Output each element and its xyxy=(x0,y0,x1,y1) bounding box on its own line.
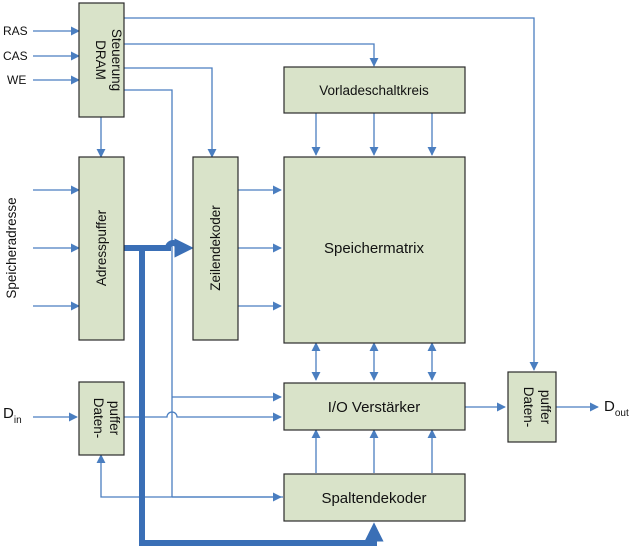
data-buffer-out-block: Daten- puffer xyxy=(507,371,557,443)
precharge-block: Vorladeschaltkreis xyxy=(283,66,466,114)
wire-datenpuffer-to-io xyxy=(124,411,282,422)
data-buffer-in-block: Daten- puffer xyxy=(78,381,125,456)
row-decoder-label: Zeilendekoder xyxy=(208,205,223,291)
signal-ras: RAS xyxy=(3,24,28,38)
wire-ctrl-to-vorlade xyxy=(124,43,379,67)
bus-to-zeilendekoder xyxy=(122,238,194,258)
dram-control-label-1: DRAM xyxy=(93,40,108,80)
address-bus xyxy=(122,238,384,546)
signal-dout: Dout xyxy=(604,398,629,419)
address-buffer-block: Adresspuffer xyxy=(78,156,125,341)
wire-col-to-datenpuffer-in xyxy=(96,454,283,498)
row-decoder-block: Zeilendekoder xyxy=(192,156,239,341)
signal-din: Din xyxy=(3,405,22,426)
io-amplifier-block: I/O Verstärker xyxy=(283,382,466,431)
wire-ctrl-vertical xyxy=(124,89,173,497)
data-buffer-in-label-2: puffer xyxy=(107,401,122,436)
wires xyxy=(33,17,599,502)
data-buffer-in-label-1: Daten- xyxy=(91,398,106,439)
memory-matrix-block: Speichermatrix xyxy=(283,156,466,344)
signal-address: Speicheradresse xyxy=(4,197,19,298)
memory-matrix-label: Speichermatrix xyxy=(324,240,425,257)
signal-cas: CAS xyxy=(3,49,28,63)
signal-we: WE xyxy=(7,73,26,87)
bus-to-spaltendekoder xyxy=(139,248,384,546)
address-buffer-label: Adresspuffer xyxy=(94,209,109,286)
dram-control-block: DRAM Steuerung xyxy=(78,2,125,118)
wire-ctrl-to-zeilendekoder xyxy=(124,67,217,158)
data-buffer-out-label-2: puffer xyxy=(538,390,553,425)
data-buffer-out-label-1: Daten- xyxy=(521,387,536,428)
precharge-label: Vorladeschaltkreis xyxy=(319,83,429,98)
wire-ctrl-to-datenpuffer-out xyxy=(124,17,539,371)
io-amplifier-label: I/O Verstärker xyxy=(328,399,421,416)
column-decoder-label: Spaltendekoder xyxy=(321,490,426,507)
column-decoder-block: Spaltendekoder xyxy=(283,473,466,522)
dram-control-label-2: Steuerung xyxy=(109,29,124,91)
